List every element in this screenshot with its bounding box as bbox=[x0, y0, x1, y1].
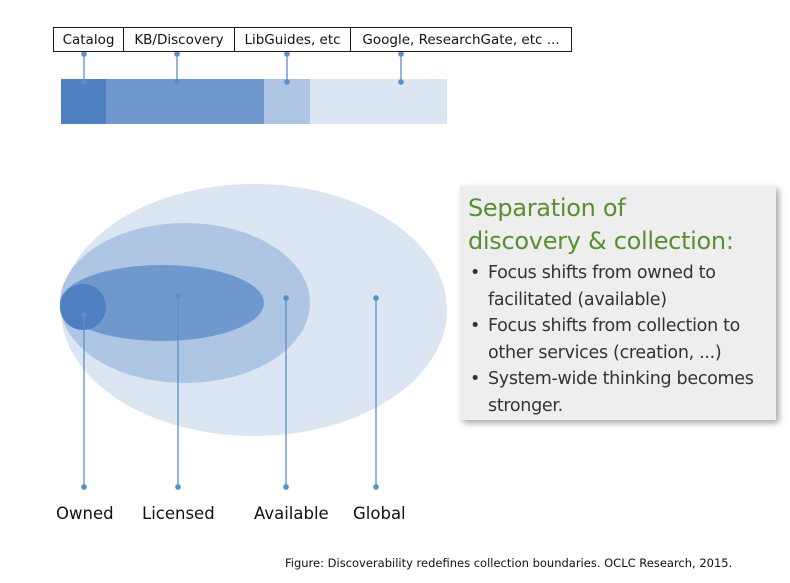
ring-label-global: Global bbox=[353, 504, 406, 523]
callout-bullet: Focus shifts from collection to other se… bbox=[468, 313, 766, 366]
callout-bullet: System-wide thinking becomes stronger. bbox=[468, 366, 766, 419]
callout-bullet-list: Focus shifts from owned to facilitated (… bbox=[468, 260, 766, 419]
callout-title-line1: Separation of bbox=[468, 194, 626, 222]
bar-segment-libguides bbox=[264, 79, 310, 124]
ring-label-licensed: Licensed bbox=[142, 504, 215, 523]
bar-segment-google bbox=[310, 79, 447, 124]
label-catalog: Catalog bbox=[53, 27, 124, 52]
bar-segment-catalog bbox=[61, 79, 106, 124]
callout-box: Separation of discovery & collection: Fo… bbox=[460, 186, 776, 420]
ring-label-available: Available bbox=[254, 504, 329, 523]
label-kb-discovery: KB/Discovery bbox=[123, 27, 235, 52]
callout-bullet: Focus shifts from owned to facilitated (… bbox=[468, 260, 766, 313]
callout-title-line2: discovery & collection: bbox=[468, 227, 734, 255]
bar-segment-kb-discovery bbox=[106, 79, 264, 124]
label-google-researchgate: Google, ResearchGate, etc ... bbox=[350, 27, 572, 52]
ellipse-licensed bbox=[60, 265, 264, 341]
ring-label-owned: Owned bbox=[56, 504, 114, 523]
figure-caption: Figure: Discoverability redefines collec… bbox=[285, 556, 733, 570]
label-libguides: LibGuides, etc bbox=[234, 27, 351, 52]
ellipse-owned bbox=[60, 284, 106, 330]
